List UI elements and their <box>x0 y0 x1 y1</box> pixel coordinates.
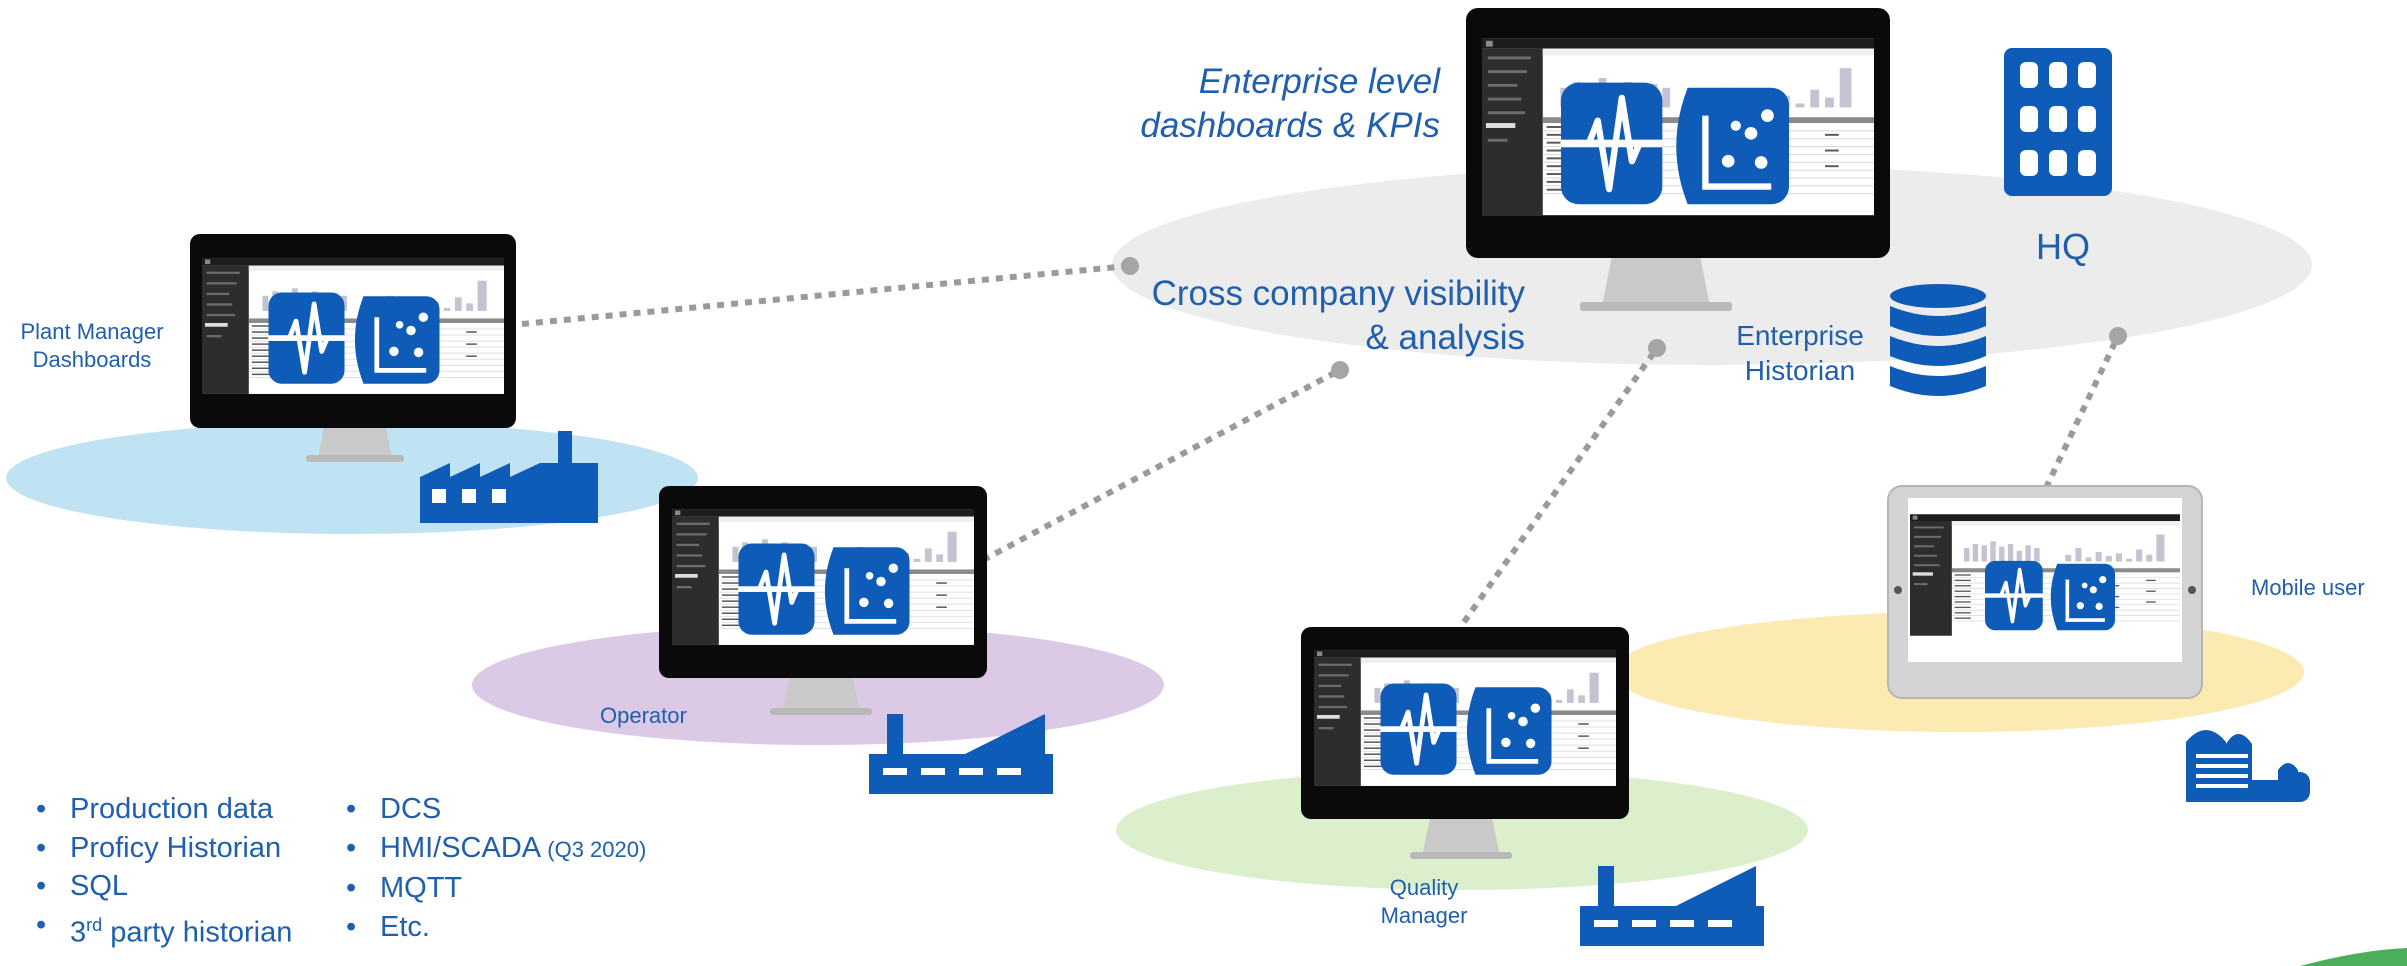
data-sources-list-2: DCS HMI/SCADA (Q3 2020) MQTT Etc. <box>346 790 646 946</box>
hq-label: HQ <box>2036 226 2090 267</box>
mobile-user-factory-icon <box>2186 730 2310 802</box>
plant-manager-label: Plant Manager Dashboards <box>20 319 164 372</box>
connectors <box>521 263 2121 624</box>
cross-company-label: Cross company visibility & analysis <box>1151 274 1525 357</box>
operator-label: Operator <box>600 703 687 728</box>
data-source-item: Etc. <box>346 908 646 947</box>
plant-manager-monitor <box>190 234 516 462</box>
data-source-item: Production data <box>36 790 292 829</box>
enterprise-monitor <box>1466 8 1890 311</box>
connector-dots <box>1121 257 2127 379</box>
enterprise-historian-label: Enterprise Historian <box>1736 320 1864 386</box>
hq-building-icon <box>2004 48 2112 196</box>
data-source-item: 3rd party historian <box>36 906 292 952</box>
data-sources-list-1: Production data Proficy Historian SQL 3r… <box>36 790 292 952</box>
corner-decoration <box>2300 948 2407 966</box>
enterprise-kpis-label: Enterprise level dashboards & KPIs <box>1140 62 1440 145</box>
data-source-item: HMI/SCADA (Q3 2020) <box>346 829 646 870</box>
quality-manager-label: Quality Manager <box>1380 875 1468 928</box>
quality-manager-monitor <box>1301 627 1629 859</box>
mobile-tablet <box>1887 485 2203 699</box>
mobile-user-label: Mobile user <box>2251 575 2365 600</box>
data-source-item: MQTT <box>346 869 646 908</box>
quality-factory-icon <box>1580 866 1764 946</box>
data-source-item: SQL <box>36 867 292 906</box>
data-source-item: DCS <box>346 790 646 829</box>
data-source-item: Proficy Historian <box>36 829 292 868</box>
enterprise-ellipse <box>1112 165 2312 365</box>
database-icon <box>1890 284 1986 396</box>
operator-monitor <box>659 486 987 715</box>
